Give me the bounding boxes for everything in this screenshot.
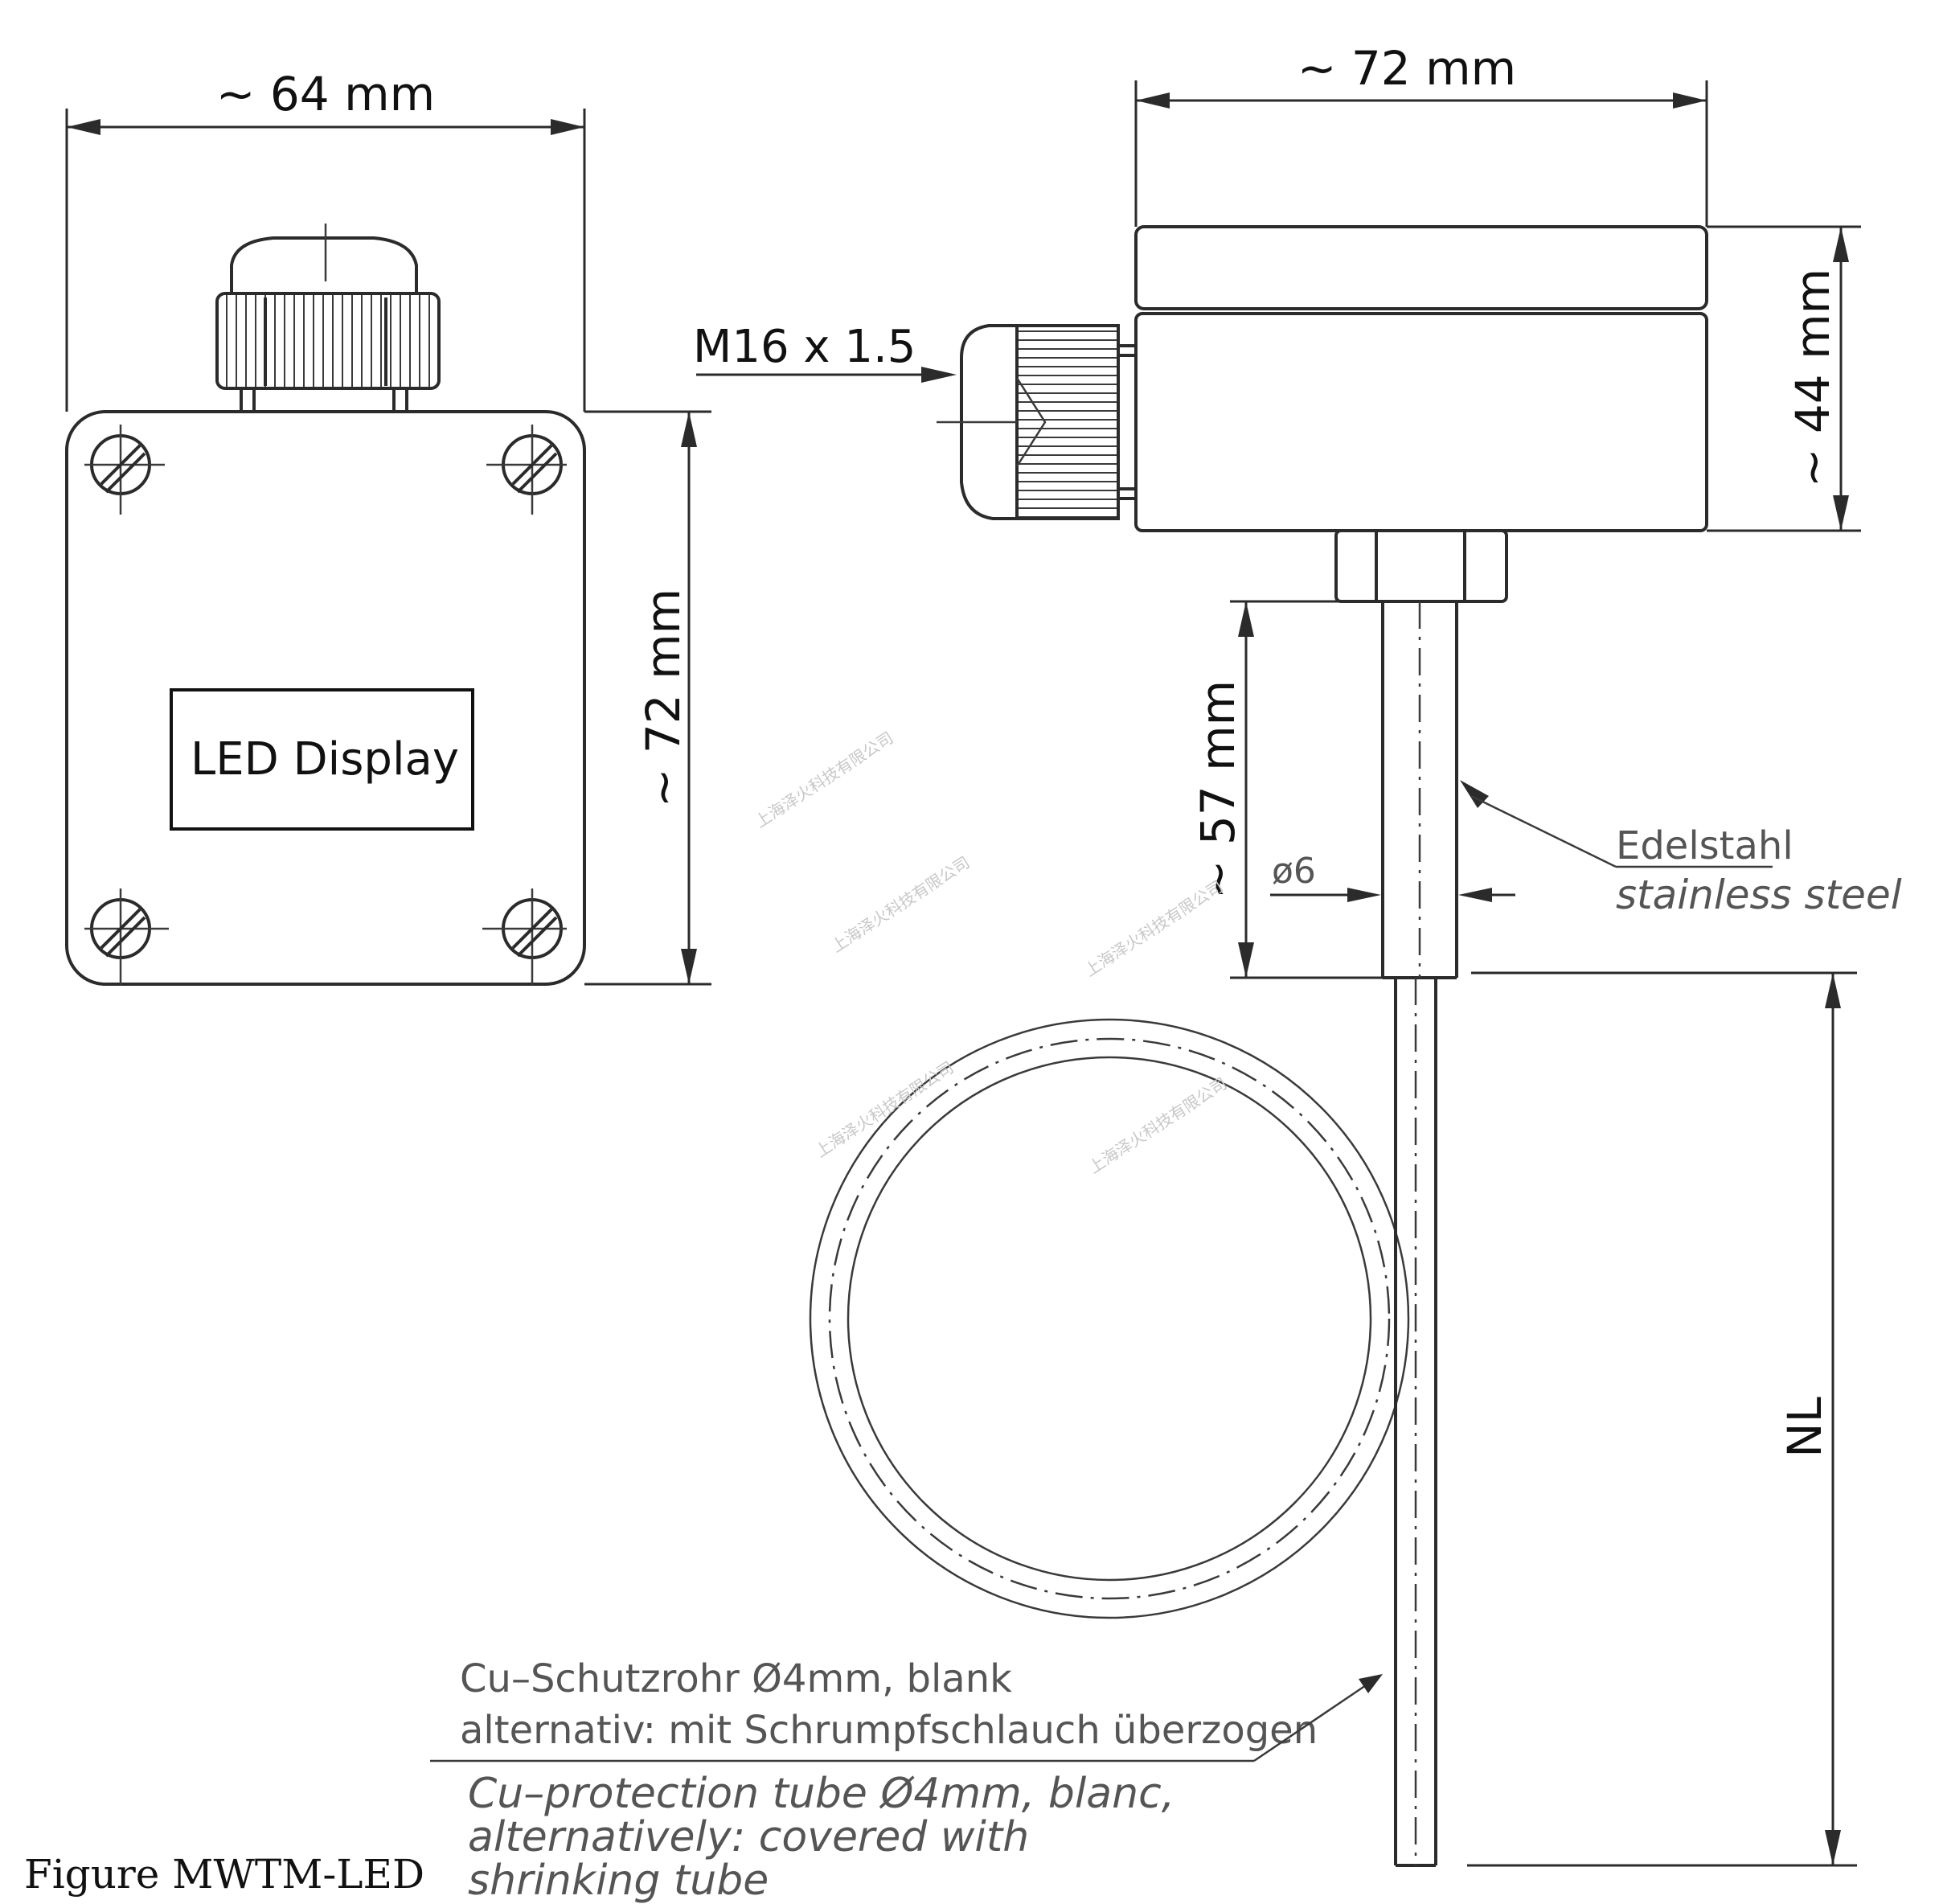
note-de-line2: alternativ: mit Schrumpfschlauch überzog… xyxy=(460,1708,1318,1753)
coiled-capillary xyxy=(809,1018,1410,1619)
side-height-label: ~ 44 mm xyxy=(1785,269,1840,487)
side-width-dimension: ~ 72 mm xyxy=(1134,41,1708,227)
watermarks: 上海泽火科技有限公司 上海泽火科技有限公司 上海泽火科技有限公司 上海泽火科技有… xyxy=(752,728,1231,1177)
watermark-text: 上海泽火科技有限公司 xyxy=(752,728,897,831)
front-width-label: ~ 64 mm xyxy=(216,67,435,121)
side-view: M16 x 1.5 xyxy=(693,41,1902,1867)
side-cable-gland xyxy=(937,324,1136,520)
screw-top-left xyxy=(84,425,165,515)
copper-tube xyxy=(1394,978,1437,1867)
screw-bottom-left xyxy=(84,888,169,985)
nominal-length-label: NL xyxy=(1777,1397,1832,1458)
front-width-dimension: ~ 64 mm xyxy=(65,67,586,412)
stainless-tube xyxy=(1381,601,1458,979)
front-view: LED Display ~ 64 mm ~ 72 mm xyxy=(65,67,711,986)
note-en-line1: Cu–protection tube Ø4mm, blanc, xyxy=(468,1770,1174,1818)
diameter-label: ø6 xyxy=(1272,851,1316,892)
material-de-label: Edelstahl xyxy=(1616,823,1793,868)
watermark-text: 上海泽火科技有限公司 xyxy=(1081,876,1227,980)
side-lid xyxy=(1134,225,1708,310)
led-display-label: LED Display xyxy=(191,733,459,786)
hex-nut xyxy=(1334,529,1508,603)
nominal-length-dimension: NL xyxy=(1467,971,1857,1867)
note-en-line2: alternatively: covered with xyxy=(468,1813,1029,1861)
watermark-text: 上海泽火科技有限公司 xyxy=(1085,1073,1231,1177)
material-en-label: stainless steel xyxy=(1616,872,1902,918)
screw-top-right xyxy=(486,425,567,515)
side-height-dimension: ~ 44 mm xyxy=(1707,225,1861,532)
front-height-dimension: ~ 72 mm xyxy=(584,410,711,986)
tube-length-label: ~ 57 mm xyxy=(1191,680,1245,899)
front-height-label: ~ 72 mm xyxy=(636,589,691,807)
tube-length-dimension: ~ 57 mm xyxy=(1191,600,1383,979)
side-width-label: ~ 72 mm xyxy=(1297,41,1516,96)
side-body xyxy=(1134,312,1708,532)
front-cable-gland xyxy=(215,224,441,412)
copper-tube-note: Cu–Schutzrohr Ø4mm, blank alternativ: mi… xyxy=(430,1656,1383,1904)
front-housing xyxy=(65,410,586,986)
watermark-text: 上海泽火科技有限公司 xyxy=(812,1057,957,1161)
material-callout: Edelstahl stainless steel xyxy=(1460,780,1902,918)
watermark-text: 上海泽火科技有限公司 xyxy=(828,852,974,956)
note-en-line3: shrinking tube xyxy=(468,1857,769,1904)
led-display-box xyxy=(170,688,474,831)
diameter-dimension: ø6 xyxy=(1270,851,1515,902)
screw-bottom-right xyxy=(482,888,567,985)
note-de-line1: Cu–Schutzrohr Ø4mm, blank xyxy=(460,1656,1012,1701)
thread-label: M16 x 1.5 xyxy=(693,321,916,373)
figure-caption: Figure MWTM-LED xyxy=(24,1851,424,1898)
